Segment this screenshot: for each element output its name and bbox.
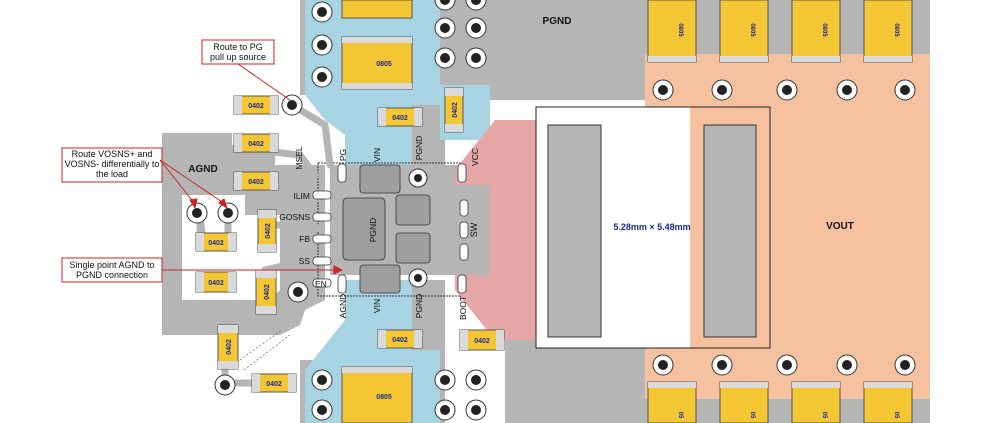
inductor-size-label: 5.28mm × 5.48mm <box>613 222 690 232</box>
pin-agnd-label: AGND <box>338 294 348 319</box>
sw-label: SW <box>469 222 479 237</box>
pgnd-plane-top-main <box>430 0 645 100</box>
pin-ss-label: SS <box>299 256 311 266</box>
pin-vin-top-label: VIN <box>372 148 382 162</box>
exposed-pads <box>342 164 431 294</box>
agnd-label: AGND <box>188 164 217 175</box>
cap-0402-label-3: 0402 <box>248 179 264 186</box>
cap-0402-vlabel-4: 0402 <box>226 339 233 355</box>
annotation-route-vosns: Route VOSNS+ and VOSNS- differentially t… <box>61 147 163 183</box>
arrows-vosns <box>159 159 228 210</box>
cap-0805-row-bottom: 05 05 05 05 <box>647 381 913 423</box>
arrow-route-pg <box>237 63 291 101</box>
pin-pgnd-bottom-label: PGND <box>414 294 424 319</box>
cap-0402-label-6: 0402 <box>392 115 408 122</box>
cap-0805-row-top-label-2: 0805 <box>749 23 755 37</box>
cap-0805-top-label: 0805 <box>376 61 392 68</box>
cap-0402-vlabel-3: 0402 <box>264 284 271 300</box>
pin-pgnd-pad-label: PGND <box>368 218 378 243</box>
cap-0402-vertical-group: 0402 0402 0402 0402 <box>217 87 464 370</box>
note-route-pg-line1: Route to PG <box>213 42 263 52</box>
cap-0402-label-9: 0402 <box>266 381 282 388</box>
cap-0402-vlabel-1: 0402 <box>452 102 459 118</box>
cap-0805-row-bottom-label-3: 05 <box>821 412 827 419</box>
pin-gosns-label: GOSNS <box>279 212 310 222</box>
inductor-pad-right <box>703 124 757 338</box>
pgnd-label: PGND <box>543 16 572 27</box>
cap-0805-row-top-label-1: 0805 <box>677 23 683 37</box>
pgnd-plane-top-right <box>620 44 930 54</box>
note-single-point-line2: PGND connection <box>76 270 148 280</box>
cap-0805-row-top-label-3: 0805 <box>821 23 827 37</box>
pin-vcc-label: VCC <box>470 148 480 166</box>
pin-ilim-label: ILIM <box>293 191 310 201</box>
annotation-route-pg: Route to PG pull up source <box>201 39 275 65</box>
cap-0805-top: 0805 <box>341 0 413 90</box>
cap-0402-label-8: 0402 <box>474 338 490 345</box>
vout-plane <box>645 54 930 399</box>
cap-0402-label-2: 0402 <box>248 141 264 148</box>
cap-0805-row-bottom-label-1: 05 <box>677 412 683 419</box>
pin-msel-label: MSEL <box>294 146 304 169</box>
cap-0805-row-bottom-label-4: 05 <box>893 412 899 419</box>
note-single-point-line1: Single point AGND to <box>69 260 154 270</box>
cap-0805-row-top-label-4: 0805 <box>893 23 899 37</box>
pin-boot-label: BOOT <box>458 296 468 320</box>
pin-fb-label: FB <box>299 234 310 244</box>
vout-label: VOUT <box>826 221 854 232</box>
cap-0805-bottom-label: 0805 <box>376 394 392 401</box>
cap-0402-label-7: 0402 <box>392 337 408 344</box>
cap-0805-bottom: 0805 <box>341 366 413 423</box>
cap-0805-row-top: 0805 0805 0805 0805 <box>647 0 913 63</box>
inductor-pad-left <box>547 124 602 338</box>
ic-pins <box>312 163 469 294</box>
cap-0402-label-1: 0402 <box>248 103 264 110</box>
cap-0402-label-4: 0402 <box>208 240 224 247</box>
note-vosns-line2: VOSNS- differentially to <box>65 159 160 169</box>
note-route-pg-line2: pull up source <box>210 52 266 62</box>
note-vosns-line3: the load <box>96 169 128 179</box>
cap-0402-label-5: 0402 <box>208 280 224 287</box>
note-vosns-line1: Route VOSNS+ and <box>72 149 153 159</box>
dashed-guides <box>239 329 291 371</box>
arrow-single-point <box>162 265 344 275</box>
cap-0402-vlabel-2: 0402 <box>265 223 272 239</box>
cap-0402-group: 0402 0402 0402 0402 0402 0402 0402 0402 … <box>195 95 505 393</box>
annotation-single-point: Single point AGND to PGND connection <box>61 257 163 283</box>
pin-en-label: EN <box>315 279 327 289</box>
cap-0805-row-bottom-label-2: 05 <box>749 412 755 419</box>
inductor-outline-frame <box>535 106 771 349</box>
pin-pg-label: PG <box>338 149 348 161</box>
pin-pgnd-top-label: PGND <box>414 136 424 161</box>
pin-vin-bottom-label: VIN <box>372 299 382 313</box>
